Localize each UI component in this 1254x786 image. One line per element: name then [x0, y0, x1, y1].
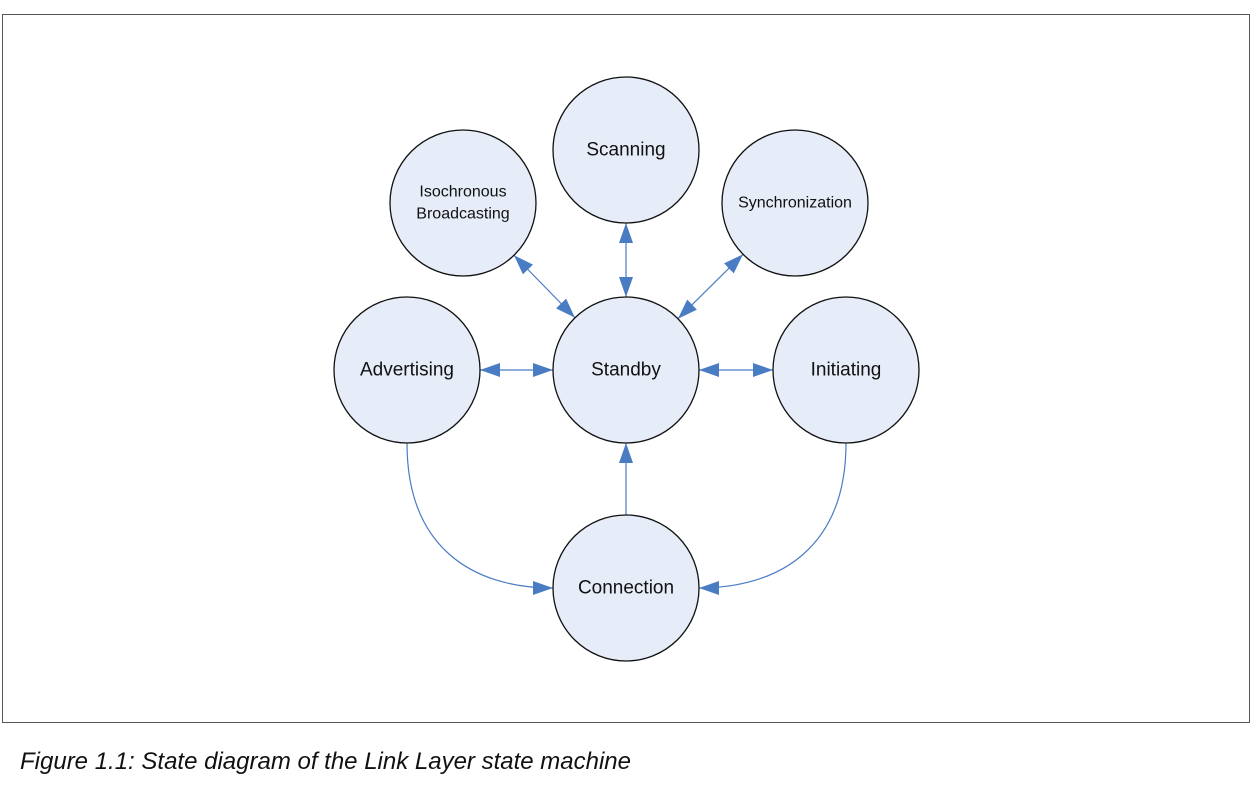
state-advertising-circle [333, 296, 481, 444]
state-synchronization-circle [721, 129, 869, 277]
transition-initiating-to-connection [698, 442, 847, 595]
state-scanning: Scanning [552, 76, 700, 224]
state-isochronous-label: Isochronous [419, 184, 506, 201]
state-advertising: Advertising [333, 296, 481, 444]
transition-standby-to-synchronization [677, 253, 744, 320]
transition-standby-to-isochronous [513, 254, 576, 319]
state-connection-label: Connection [578, 578, 674, 599]
figure-caption: Figure 1.1: State diagram of the Link La… [20, 748, 632, 775]
state-connection: Connection [552, 514, 700, 662]
state-isochronous-circle [389, 129, 537, 277]
state-initiating-circle [772, 296, 920, 444]
transition-advertising-to-connection [406, 442, 554, 595]
state-standby-label: Standby [591, 360, 661, 381]
transitions-layer [406, 223, 847, 595]
state-scanning-label: Scanning [586, 140, 665, 161]
state-standby: Standby [552, 296, 700, 444]
state-standby-circle [552, 296, 700, 444]
state-connection-circle [552, 514, 700, 662]
state-initiating-label: Initiating [811, 360, 882, 381]
state-synchronization: Synchronization [721, 129, 869, 277]
state-synchronization-label: Synchronization [738, 195, 852, 212]
state-isochronous-label: Broadcasting [416, 205, 509, 222]
state-advertising-label: Advertising [360, 360, 454, 381]
state-scanning-circle [552, 76, 700, 224]
state-initiating: Initiating [772, 296, 920, 444]
